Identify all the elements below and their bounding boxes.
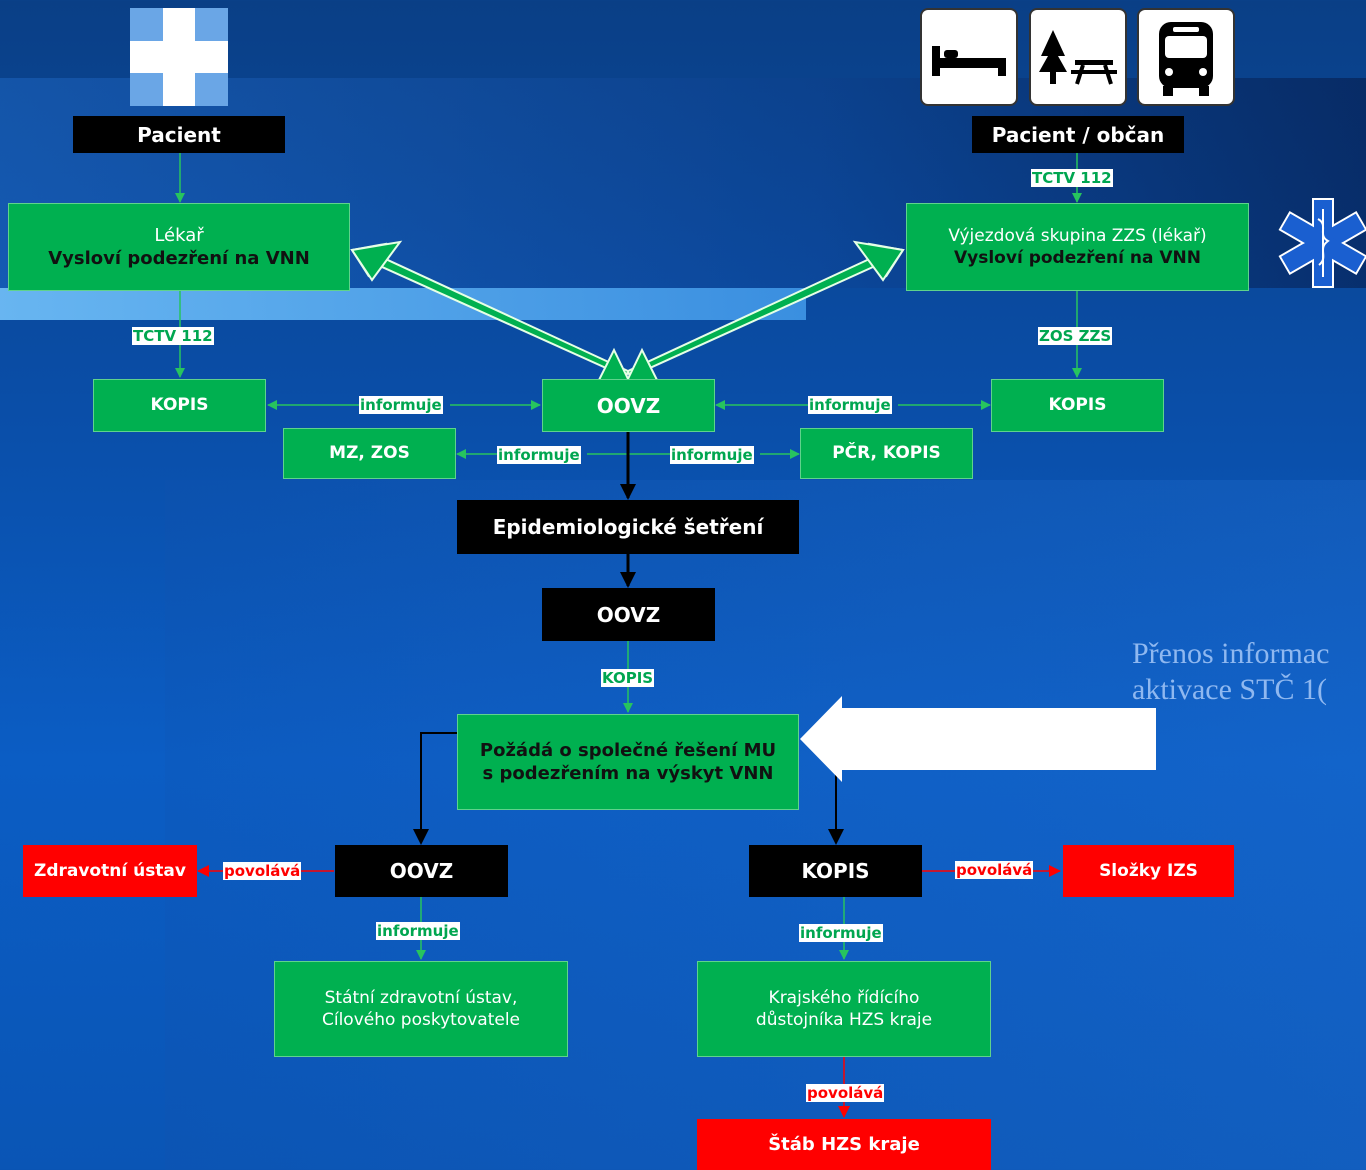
node-kopis-right-label: KOPIS: [1048, 395, 1107, 416]
bus-icon: [1137, 8, 1235, 106]
node-pacient-obcan: Pacient / občan: [972, 116, 1184, 153]
node-oovz-top-label: OOVZ: [596, 393, 661, 418]
node-kopis-left-label: KOPIS: [150, 395, 209, 416]
star-of-life-icon: [1275, 196, 1366, 291]
node-epidemiologicke-label: Epidemiologické šetření: [492, 515, 764, 539]
node-statni-line2: Cílového poskytovatele: [321, 1010, 520, 1030]
edge-label-informuje-4: informuje: [670, 446, 754, 464]
node-vyjezdova-line1: Výjezdová skupina ZZS (lékař): [948, 225, 1207, 246]
node-pcr-kopis: PČR, KOPIS: [800, 428, 973, 479]
edge-label-tctv-left: TCTV 112: [132, 327, 214, 345]
node-lekar-line2: Vysloví podezření na VNN: [48, 248, 310, 269]
node-pozada: Požádá o společné řešení MU s podezřením…: [457, 714, 799, 810]
node-oovz-bottom: OOVZ: [335, 845, 508, 897]
node-vyjezdova-line2: Vysloví podezření na VNN: [954, 248, 1201, 268]
node-slozky-izs: Složky IZS: [1063, 845, 1234, 897]
node-oovz-bottom-label: OOVZ: [389, 859, 454, 883]
edge-pozada-oovz: [413, 732, 457, 845]
node-zdravotni-ustav-label: Zdravotní ústav: [34, 860, 186, 881]
edge-label-informuje-5: informuje: [376, 922, 460, 940]
edge-label-tctv-right: TCTV 112: [1031, 169, 1113, 187]
node-pacient-label: Pacient: [137, 122, 221, 147]
medical-cross-icon: [130, 8, 228, 106]
background-band-light: [0, 288, 806, 320]
node-lekar-line1: Lékař: [154, 224, 204, 246]
big-arrow-head-left: [350, 240, 403, 282]
edge-label-zos-zzs: ZOS ZZS: [1038, 327, 1113, 345]
node-mz-zos-label: MZ, ZOS: [329, 443, 410, 464]
node-pcr-kopis-label: PČR, KOPIS: [832, 443, 941, 464]
node-oovz-top: OOVZ: [542, 379, 715, 432]
edge-label-povolava-1: povolává: [223, 862, 302, 880]
node-mz-zos: MZ, ZOS: [283, 428, 456, 479]
node-krajskeho-line1: Krajského řídícího: [768, 987, 920, 1008]
node-krajskeho: Krajského řídícího důstojníka HZS kraje: [697, 961, 991, 1057]
node-pacient: Pacient: [73, 116, 285, 153]
edge-label-informuje-2: informuje: [808, 396, 892, 414]
node-vyjezdova: Výjezdová skupina ZZS (lékař) Vysloví po…: [906, 203, 1249, 291]
side-note-line1: Přenos informac: [1132, 637, 1330, 670]
edge-label-informuje-1: informuje: [359, 396, 443, 414]
node-lekar: Lékař Vysloví podezření na VNN: [8, 203, 350, 291]
node-zdravotni-ustav: Zdravotní ústav: [23, 845, 197, 897]
node-statni-line1: Státní zdravotní ústav,: [324, 987, 518, 1008]
node-oovz-mid: OOVZ: [542, 588, 715, 641]
node-kopis-bottom-label: KOPIS: [801, 859, 870, 883]
bed-icon: [920, 8, 1018, 106]
node-epidemiologicke: Epidemiologické šetření: [457, 500, 799, 554]
node-pozada-line2: s podezřením na výskyt VNN: [482, 763, 774, 784]
node-kopis-left: KOPIS: [93, 379, 266, 432]
edge-label-informuje-3: informuje: [497, 446, 581, 464]
node-krajskeho-line2: důstojníka HZS kraje: [755, 1010, 933, 1030]
node-pozada-line1: Požádá o společné řešení MU: [479, 739, 777, 761]
side-note-line2: aktivace STČ 1(: [1132, 673, 1327, 706]
side-note: Přenos informac aktivace STČ 1(: [1132, 636, 1366, 708]
big-arrow-oovz-vyjezdova: [626, 242, 905, 379]
node-pacient-obcan-label: Pacient / občan: [991, 122, 1165, 147]
node-stab-hzs: Štáb HZS kraje: [697, 1119, 991, 1170]
white-pointer-arrow: [800, 696, 1156, 782]
edge-label-povolava-3: povolává: [806, 1084, 885, 1102]
node-oovz-mid-label: OOVZ: [596, 602, 661, 627]
tree-picnic-icon: [1029, 8, 1127, 106]
edge-label-informuje-6: informuje: [799, 924, 883, 942]
node-kopis-right: KOPIS: [991, 379, 1164, 432]
node-stab-hzs-label: Štáb HZS kraje: [768, 1133, 920, 1155]
edge-label-kopis: KOPIS: [601, 669, 655, 687]
node-statni: Státní zdravotní ústav, Cílového poskyto…: [274, 961, 568, 1057]
big-arrow-head-right: [852, 240, 905, 282]
node-kopis-bottom: KOPIS: [749, 845, 922, 897]
edge-label-povolava-2: povolává: [955, 861, 1034, 879]
big-arrow-oovz-lekar: [350, 242, 630, 379]
node-slozky-izs-label: Složky IZS: [1099, 860, 1198, 881]
